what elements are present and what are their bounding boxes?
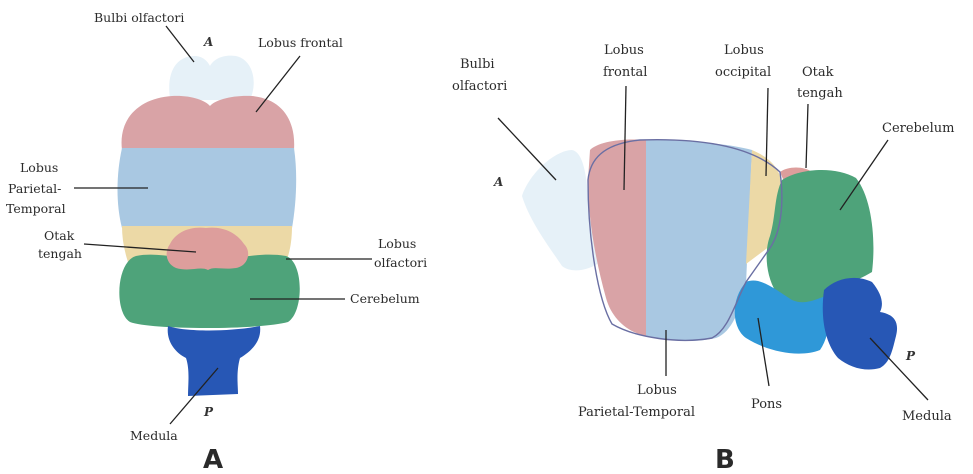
b-leader-otak-tengah [806,104,808,168]
b-posterior-marker: P [905,349,916,363]
b-label-lobus-occipital-2: occipital [715,65,771,80]
b-label-lobus-occipital-1: Lobus [724,43,764,58]
a-label-lobus-olfactori-1: Lobus [378,236,416,251]
b-leader-bulbi-olfactori [498,118,556,180]
b-label-medula: Medula [902,409,952,424]
a-label-lobus-parietal-temporal-2: Parietal- [8,181,61,196]
panel-b-lateral-view: Bulbi olfactori A Lobus frontal Lobus oc… [452,43,954,474]
a-label-bulbi-olfactori: Bulbi olfactori [94,10,184,25]
a-leader-bulbi-olfactori [166,26,194,62]
b-label-bulbi-olfactori-1: Bulbi [460,57,495,72]
a-label-otak-tengah-2: tengah [38,246,82,261]
a-olfactory-bulb-shape [169,56,253,100]
b-leader-medula [870,338,928,400]
b-label-otak-tengah-1: Otak [802,65,834,80]
a-anterior-marker: A [203,35,213,49]
a-label-lobus-frontal: Lobus frontal [258,35,343,50]
panel-a-title: A [203,445,223,474]
a-frontal-lobe-shape [122,96,295,150]
a-label-lobus-parietal-temporal-1: Lobus [20,160,58,175]
a-posterior-marker: P [203,405,214,419]
a-medulla-shape [168,326,261,396]
a-leader-lobus-frontal [256,56,300,112]
b-anterior-marker: A [493,175,503,189]
a-label-medula: Medula [130,428,178,443]
a-label-lobus-olfactori-2: olfactori [374,255,427,270]
b-label-lobus-parietal-temporal-1: Lobus [637,383,677,398]
b-label-lobus-parietal-temporal-2: Parietal-Temporal [578,405,695,420]
a-label-otak-tengah-1: Otak [44,228,75,243]
b-label-lobus-frontal-2: frontal [603,65,647,80]
b-label-cerebelum: Cerebelum [882,121,954,136]
b-label-otak-tengah-2: tengah [797,86,843,101]
a-label-lobus-parietal-temporal-3: Temporal [6,201,66,216]
b-frontal-lobe-shape [588,139,648,336]
panel-b-title: B [715,445,735,474]
a-label-cerebelum: Cerebelum [350,291,420,306]
panel-a-dorsal-view: Bulbi olfactori A Lobus frontal Lobus Pa… [6,10,427,474]
b-label-pons: Pons [751,397,782,412]
b-label-bulbi-olfactori-2: olfactori [452,79,507,94]
b-label-lobus-frontal-1: Lobus [604,43,644,58]
